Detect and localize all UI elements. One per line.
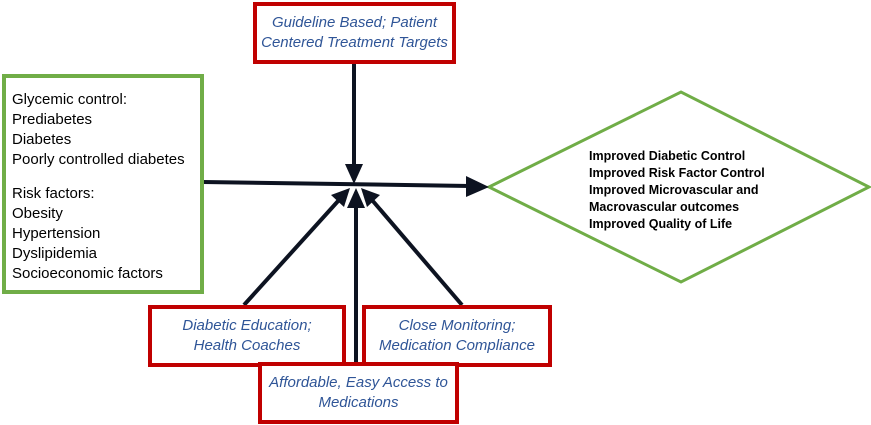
- outcomes-diamond-shape: [485, 90, 871, 284]
- outcome-item: Improved Risk Factor Control: [589, 166, 765, 180]
- glycemic-heading: Glycemic control:: [12, 91, 128, 108]
- conditions-box: Glycemic control: Prediabetes Diabetes P…: [2, 74, 204, 294]
- outcome-item: Improved Diabetic Control: [589, 149, 746, 163]
- outcome-item: Macrovascular outcomes: [589, 200, 740, 214]
- education-line-2: Health Coaches: [193, 337, 301, 354]
- outcome-item: Improved Quality of Life: [589, 217, 733, 231]
- risk-heading: Risk factors:: [12, 185, 95, 202]
- treatment-targets-line-2: Centered Treatment Targets: [261, 34, 448, 51]
- medication-access-line-1: Affordable, Easy Access to: [269, 374, 448, 391]
- monitoring-arrowhead: [361, 188, 380, 207]
- targets-arrowhead: [345, 164, 363, 184]
- glycemic-item: Diabetes: [12, 131, 72, 148]
- education-arrowhead: [331, 188, 350, 207]
- glycemic-item: Poorly controlled diabetes: [12, 151, 185, 168]
- glycemic-item: Prediabetes: [12, 111, 93, 128]
- treatment-targets-line-1: Guideline Based; Patient: [271, 14, 438, 31]
- outcome-item: Improved Microvascular and: [589, 183, 759, 197]
- risk-item: Obesity: [12, 205, 63, 222]
- monitoring-line-2: Medication Compliance: [379, 337, 535, 354]
- medication-access-box: Affordable, Easy Access to Medications: [258, 362, 459, 424]
- main-flow-arrow: [202, 180, 471, 188]
- monitoring-box: Close Monitoring; Medication Compliance: [362, 305, 552, 367]
- education-line-1: Diabetic Education;: [182, 317, 312, 334]
- education-arrow: [242, 198, 341, 307]
- risk-item: Hypertension: [12, 225, 101, 242]
- monitoring-arrow: [370, 198, 464, 307]
- education-box: Diabetic Education; Health Coaches: [148, 305, 346, 367]
- outcomes-list: Improved Diabetic Control Improved Risk …: [589, 148, 809, 233]
- risk-item: Dyslipidemia: [12, 245, 98, 262]
- medication-access-line-2: Medications: [318, 394, 399, 411]
- treatment-targets-box: Guideline Based; Patient Centered Treatm…: [253, 2, 456, 64]
- access-arrowhead: [347, 188, 365, 208]
- main-flow-arrowhead: [466, 176, 489, 197]
- section-gap: [12, 170, 200, 184]
- risk-item: Socioeconomic factors: [12, 265, 163, 282]
- monitoring-line-1: Close Monitoring;: [398, 317, 516, 334]
